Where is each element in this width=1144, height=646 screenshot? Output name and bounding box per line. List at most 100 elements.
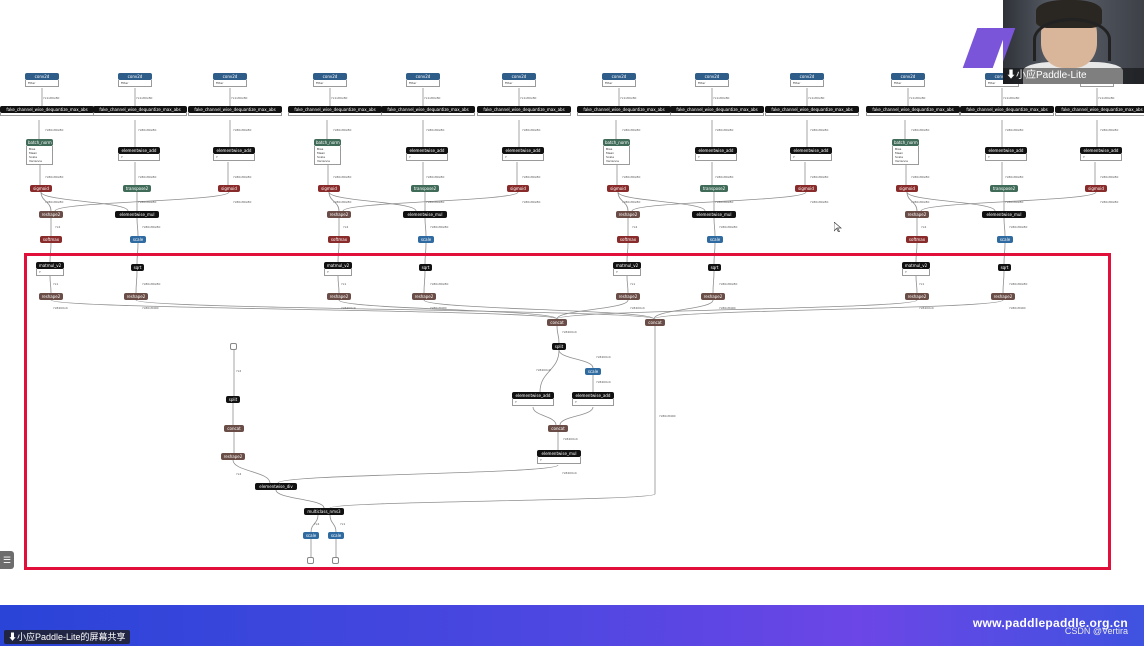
node-elementwise-mul[interactable]: elementwise_mul xyxy=(403,211,447,218)
node-conv2d[interactable]: conv2d xyxy=(602,73,636,80)
node-conv2d[interactable]: conv2d xyxy=(25,73,59,80)
node-matmul-v2[interactable]: matmul_v2 xyxy=(36,262,64,269)
node-conv2d[interactable]: conv2d xyxy=(313,73,347,80)
graph-io-node[interactable] xyxy=(230,343,237,350)
node-fake-quant[interactable]: fake_channel_wise_dequantize_max_abs xyxy=(288,106,382,113)
node-fake-quant[interactable]: fake_channel_wise_dequantize_max_abs xyxy=(188,106,282,113)
node-matmul-v2[interactable]: matmul_v2 xyxy=(902,262,930,269)
node-sqrt[interactable]: sqrt xyxy=(708,264,721,271)
node-sqrt[interactable]: sqrt xyxy=(419,264,432,271)
node-concat[interactable]: concat xyxy=(548,425,568,432)
node-fake-quant[interactable]: fake_channel_wise_dequantize_max_abs xyxy=(670,106,764,113)
node-sqrt[interactable]: sqrt xyxy=(131,264,144,271)
node-elementwise-add[interactable]: elementwise_add xyxy=(1080,147,1122,154)
node-transpose2[interactable]: transpose2 xyxy=(411,185,439,192)
node-reshape2[interactable]: reshape2 xyxy=(124,293,148,300)
node-elementwise-add[interactable]: elementwise_add xyxy=(512,392,554,399)
node-softmax[interactable]: softmax xyxy=(617,236,639,243)
node-sqrt[interactable]: sqrt xyxy=(998,264,1011,271)
node-concat[interactable]: concat xyxy=(547,319,567,326)
node-reshape2[interactable]: reshape2 xyxy=(905,211,929,218)
node-fake-quant[interactable]: fake_channel_wise_dequantize_max_abs xyxy=(1055,106,1144,113)
node-softmax[interactable]: softmax xyxy=(40,236,62,243)
node-sigmoid[interactable]: sigmoid xyxy=(507,185,529,192)
node-reshape2[interactable]: reshape2 xyxy=(991,293,1015,300)
node-split[interactable]: split xyxy=(226,396,240,403)
node-scale[interactable]: scale xyxy=(585,368,601,375)
node-batch-norm[interactable]: batch_norm xyxy=(603,139,630,146)
node-sigmoid[interactable]: sigmoid xyxy=(218,185,240,192)
node-scale[interactable]: scale xyxy=(130,236,146,243)
node-reshape2[interactable]: reshape2 xyxy=(616,293,640,300)
graph-io-node[interactable] xyxy=(307,557,314,564)
graph-io-node[interactable] xyxy=(332,557,339,564)
node-conv2d[interactable]: conv2d xyxy=(790,73,824,80)
node-sigmoid[interactable]: sigmoid xyxy=(795,185,817,192)
node-multiclass-nms3[interactable]: multiclass_nms3 xyxy=(304,508,344,515)
node-elementwise-add[interactable]: elementwise_add xyxy=(790,147,832,154)
node-reshape2[interactable]: reshape2 xyxy=(39,211,63,218)
node-elementwise-add[interactable]: elementwise_add xyxy=(572,392,614,399)
node-conv2d[interactable]: conv2d xyxy=(695,73,729,80)
node-scale[interactable]: scale xyxy=(303,532,319,539)
node-reshape2[interactable]: reshape2 xyxy=(701,293,725,300)
node-split[interactable]: split xyxy=(552,343,566,350)
node-scale[interactable]: scale xyxy=(997,236,1013,243)
node-fake-quant[interactable]: fake_channel_wise_dequantize_max_abs xyxy=(381,106,475,113)
node-softmax[interactable]: softmax xyxy=(906,236,928,243)
node-sigmoid[interactable]: sigmoid xyxy=(318,185,340,192)
node-matmul-v2[interactable]: matmul_v2 xyxy=(324,262,352,269)
node-batch-norm[interactable]: batch_norm xyxy=(26,139,53,146)
node-fake-quant[interactable]: fake_channel_wise_dequantize_max_abs xyxy=(765,106,859,113)
node-reshape2[interactable]: reshape2 xyxy=(616,211,640,218)
node-scale[interactable]: scale xyxy=(418,236,434,243)
list-icon[interactable]: ☰ xyxy=(0,551,14,569)
attribute-y: Y xyxy=(409,155,411,159)
node-softmax[interactable]: softmax xyxy=(328,236,350,243)
node-fake-quant[interactable]: fake_channel_wise_dequantize_max_abs xyxy=(866,106,960,113)
node-sigmoid[interactable]: sigmoid xyxy=(30,185,52,192)
node-conv2d[interactable]: conv2d xyxy=(891,73,925,80)
node-reshape2[interactable]: reshape2 xyxy=(221,453,245,460)
node-conv2d[interactable]: conv2d xyxy=(985,73,1019,80)
node-batch-norm[interactable]: batch_norm xyxy=(892,139,919,146)
node-fake-quant[interactable]: fake_channel_wise_dequantize_max_abs xyxy=(960,106,1054,113)
node-elementwise-mul[interactable]: elementwise_mul xyxy=(982,211,1026,218)
node-scale[interactable]: scale xyxy=(328,532,344,539)
node-concat[interactable]: concat xyxy=(645,319,665,326)
graph-edge xyxy=(40,191,129,212)
node-transpose2[interactable]: transpose2 xyxy=(990,185,1018,192)
node-conv2d[interactable]: conv2d xyxy=(213,73,247,80)
node-fake-quant[interactable]: fake_channel_wise_dequantize_max_abs xyxy=(0,106,94,113)
node-conv2d[interactable]: conv2d xyxy=(406,73,440,80)
node-fake-quant[interactable]: fake_channel_wise_dequantize_max_abs xyxy=(93,106,187,113)
node-elementwise-add[interactable]: elementwise_add xyxy=(213,147,255,154)
node-elementwise-mul[interactable]: elementwise_mul xyxy=(115,211,159,218)
node-elementwise-div[interactable]: elementwise_div xyxy=(255,483,297,490)
node-elementwise-add[interactable]: elementwise_add xyxy=(695,147,737,154)
node-batch-norm[interactable]: batch_norm xyxy=(314,139,341,146)
node-elementwise-add[interactable]: elementwise_add xyxy=(502,147,544,154)
node-fake-quant[interactable]: fake_channel_wise_dequantize_max_abs xyxy=(577,106,671,113)
node-conv2d[interactable]: conv2d xyxy=(502,73,536,80)
node-reshape2[interactable]: reshape2 xyxy=(327,211,351,218)
node-reshape2[interactable]: reshape2 xyxy=(412,293,436,300)
node-transpose2[interactable]: transpose2 xyxy=(700,185,728,192)
node-reshape2[interactable]: reshape2 xyxy=(905,293,929,300)
node-sigmoid[interactable]: sigmoid xyxy=(607,185,629,192)
node-sigmoid[interactable]: sigmoid xyxy=(1085,185,1107,192)
node-scale[interactable]: scale xyxy=(707,236,723,243)
node-reshape2[interactable]: reshape2 xyxy=(39,293,63,300)
node-elementwise-add[interactable]: elementwise_add xyxy=(985,147,1027,154)
node-fake-quant[interactable]: fake_channel_wise_dequantize_max_abs xyxy=(477,106,571,113)
node-elementwise-add[interactable]: elementwise_add xyxy=(118,147,160,154)
node-elementwise-mul[interactable]: elementwise_mul xyxy=(537,450,581,457)
node-concat[interactable]: concat xyxy=(224,425,244,432)
node-transpose2[interactable]: transpose2 xyxy=(123,185,151,192)
node-conv2d[interactable]: conv2d xyxy=(118,73,152,80)
node-reshape2[interactable]: reshape2 xyxy=(327,293,351,300)
node-sigmoid[interactable]: sigmoid xyxy=(896,185,918,192)
node-elementwise-mul[interactable]: elementwise_mul xyxy=(692,211,736,218)
node-matmul-v2[interactable]: matmul_v2 xyxy=(613,262,641,269)
node-elementwise-add[interactable]: elementwise_add xyxy=(406,147,448,154)
